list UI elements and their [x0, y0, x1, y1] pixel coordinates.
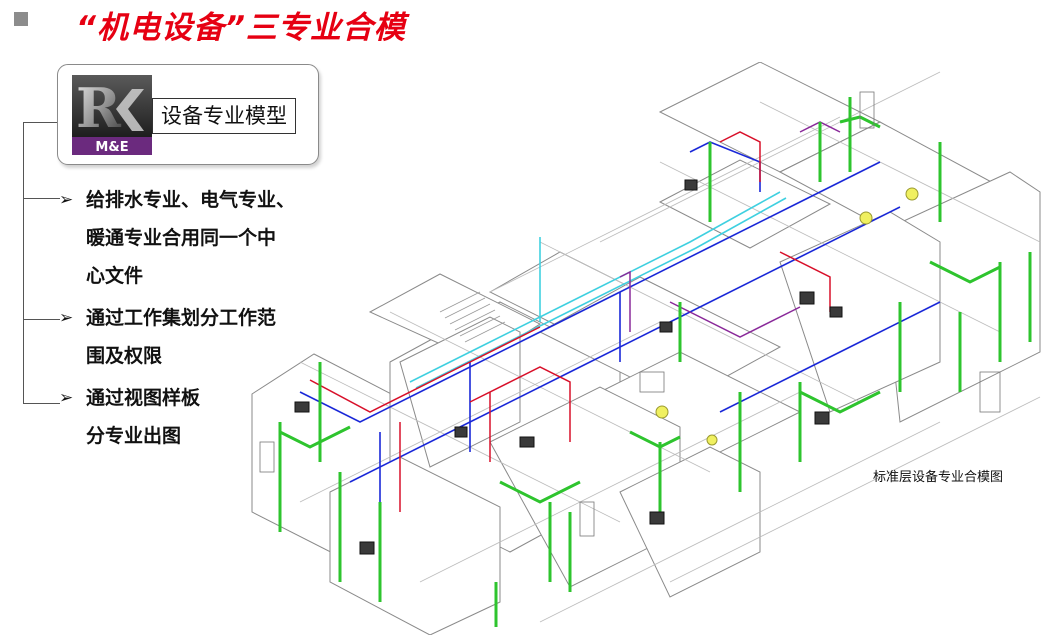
arrow-right-icon: ➢ [59, 388, 74, 408]
bullet-line: 给排水专业、电气专业、 [86, 189, 296, 211]
bullet-line: 围及权限 [86, 345, 163, 367]
arrow-right-icon: ➢ [59, 190, 74, 210]
bracket-tick [24, 198, 60, 199]
bracket-tick [24, 403, 60, 404]
bullet-line: 分专业出图 [86, 425, 182, 447]
list-item: ➢ 给排水专业、电气专业、 暖通专业合用同一个中 心文件 [59, 181, 319, 295]
page-title: “机电设备”三专业合模 [76, 10, 406, 46]
bullet-line: 暖通专业合用同一个中 [86, 227, 277, 249]
model-card: R M&E 设备专业模型 [57, 64, 319, 165]
list-item: ➢ 通过工作集划分工作范 围及权限 [59, 299, 319, 375]
bullet-list: ➢ 给排水专业、电气专业、 暖通专业合用同一个中 心文件 ➢ 通过工作集划分工作… [59, 181, 319, 459]
revit-mep-logo-icon: R M&E [72, 75, 152, 155]
logo-badge: M&E [95, 140, 128, 155]
bracket-tick [24, 122, 60, 123]
bracket-connector [23, 122, 60, 404]
mep-model-drawing [251, 62, 1041, 635]
bullet-line: 通过视图样板 [86, 387, 201, 409]
logo-letter: R [76, 76, 122, 140]
bracket-tick [24, 319, 60, 320]
arrow-right-icon: ➢ [59, 308, 74, 328]
list-item: ➢ 通过视图样板 分专业出图 [59, 379, 319, 455]
card-label: 设备专业模型 [152, 98, 296, 134]
drawing-caption: 标准层设备专业合模图 [873, 470, 1004, 485]
bullet-line: 通过工作集划分工作范 [86, 307, 277, 329]
square-bullet-icon [14, 12, 28, 26]
bullet-line: 心文件 [86, 265, 144, 287]
